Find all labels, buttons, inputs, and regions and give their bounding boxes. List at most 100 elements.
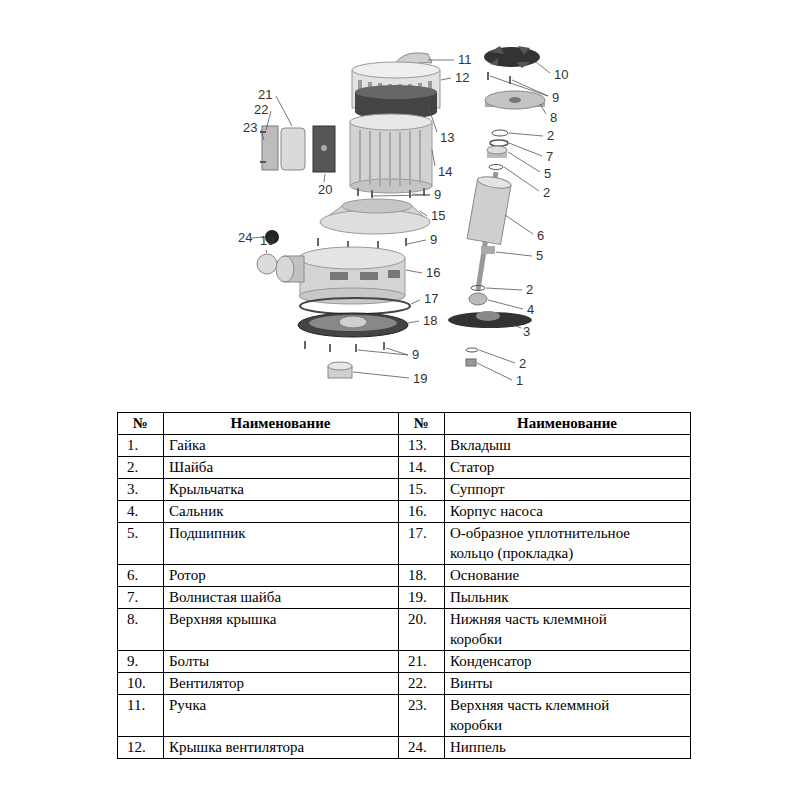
table-cell: Вентилятор xyxy=(169,673,384,693)
bearing-top xyxy=(487,146,507,154)
callout-number: 6 xyxy=(537,228,544,244)
callout-number: 11 xyxy=(458,52,472,68)
table-cell: Ручка xyxy=(169,695,384,715)
table-cell: Суппорт xyxy=(450,479,650,499)
table-cell: 15. xyxy=(408,479,442,499)
table-rule xyxy=(117,672,690,673)
callout-number: 1 xyxy=(516,373,523,389)
bearing xyxy=(481,246,495,254)
table-cell: Вкладыш xyxy=(450,435,650,455)
callout-number: 22 xyxy=(254,102,268,118)
impeller xyxy=(448,312,532,328)
callout-number: 8 xyxy=(550,110,557,126)
terminal-hole xyxy=(321,145,327,151)
table-cell: Нижняя часть клеммной коробки xyxy=(450,609,650,649)
table-rule xyxy=(117,412,690,413)
table-grid xyxy=(117,412,691,759)
bolts xyxy=(488,72,510,84)
table-cell: 2. xyxy=(127,457,161,477)
fan xyxy=(484,47,540,67)
table-rule xyxy=(117,456,690,457)
table-header-cell: № xyxy=(398,413,444,433)
table-header-cell: Наименование xyxy=(163,413,398,433)
base-hub xyxy=(339,316,367,328)
rotor-top xyxy=(477,175,512,191)
stator-top xyxy=(350,114,432,130)
insert-top xyxy=(355,85,437,99)
callout-number: 5 xyxy=(536,248,543,264)
base-inner xyxy=(309,315,397,331)
table-cell: 19. xyxy=(408,587,442,607)
table-cell: 7. xyxy=(127,587,161,607)
table-cell: Болты xyxy=(169,651,384,671)
washer xyxy=(492,130,508,136)
table-cell: 3. xyxy=(127,479,161,499)
stator-ribs xyxy=(360,130,420,186)
table-cell: Крышка вентилятора xyxy=(169,737,384,757)
pump-housing-top xyxy=(299,247,405,269)
table-rule xyxy=(117,564,690,565)
table-cell: 20. xyxy=(408,609,442,629)
table-header-cell: № xyxy=(117,413,163,433)
table-cell: Ротор xyxy=(169,565,384,585)
callout-number: 2 xyxy=(543,185,550,201)
callout-number: 14 xyxy=(438,164,452,180)
callout-number: 20 xyxy=(318,182,332,198)
table-cell: Крыльчатка xyxy=(169,479,384,499)
upper-cover-hole xyxy=(509,97,521,103)
table-cell: 18. xyxy=(408,565,442,585)
table-cell: 5. xyxy=(127,523,161,543)
callout-number: 3 xyxy=(523,324,530,340)
table-cell: Конденсатор xyxy=(450,651,650,671)
washer xyxy=(466,348,478,352)
table-rule xyxy=(117,758,690,759)
table-cell: 17. xyxy=(408,523,442,543)
callout-number: 13 xyxy=(440,130,454,146)
callout-number: 24 xyxy=(238,230,252,246)
table-rule xyxy=(117,650,690,651)
callout-number: 21 xyxy=(258,87,272,103)
callout-number: 9 xyxy=(552,90,559,106)
table-rule xyxy=(690,412,691,759)
table-cell: Шайба xyxy=(169,457,384,477)
table-cell: 21. xyxy=(408,651,442,671)
callout-number: 9 xyxy=(434,187,441,203)
table-cell: Статор xyxy=(450,457,650,477)
callout-number: 16 xyxy=(426,265,440,281)
table-cell: 9. xyxy=(127,651,161,671)
upper-cover-top xyxy=(485,91,545,109)
callout-number: 19 xyxy=(413,371,427,387)
callout-number: 2 xyxy=(526,282,533,298)
table-cell: Волнистая шайба xyxy=(169,587,384,607)
washer xyxy=(471,286,485,291)
nut xyxy=(466,359,476,366)
table-cell: 10. xyxy=(127,673,161,693)
o-ring xyxy=(300,298,410,314)
table-cell: 23. xyxy=(408,695,442,715)
wave-washer xyxy=(490,140,508,146)
table-rule xyxy=(398,412,399,759)
table-cell: Корпус насоса xyxy=(450,501,650,521)
callout-number: 2 xyxy=(519,356,526,372)
table-rule xyxy=(117,434,690,435)
rotor-core xyxy=(467,180,511,245)
table-cell: О-образное уплотнительное кольцо (прокла… xyxy=(450,523,650,563)
table-cell: Верхняя часть клеммной коробки xyxy=(450,695,650,735)
pump-housing-bottom xyxy=(299,288,405,304)
callout-number: 15 xyxy=(431,208,445,224)
table-rule xyxy=(163,412,164,759)
dust-plug-top xyxy=(328,362,352,370)
callout-number: 9 xyxy=(412,347,419,363)
table-cell: 22. xyxy=(408,673,442,693)
table-cell: Ниппель xyxy=(450,737,650,757)
callout-number: 19 xyxy=(260,233,274,249)
table-rule xyxy=(117,478,690,479)
support-top xyxy=(342,199,412,213)
bolts xyxy=(305,341,384,352)
capacitor xyxy=(281,128,305,170)
callout-number: 17 xyxy=(424,291,438,307)
table-rule xyxy=(117,694,690,695)
table-cell: 4. xyxy=(127,501,161,521)
